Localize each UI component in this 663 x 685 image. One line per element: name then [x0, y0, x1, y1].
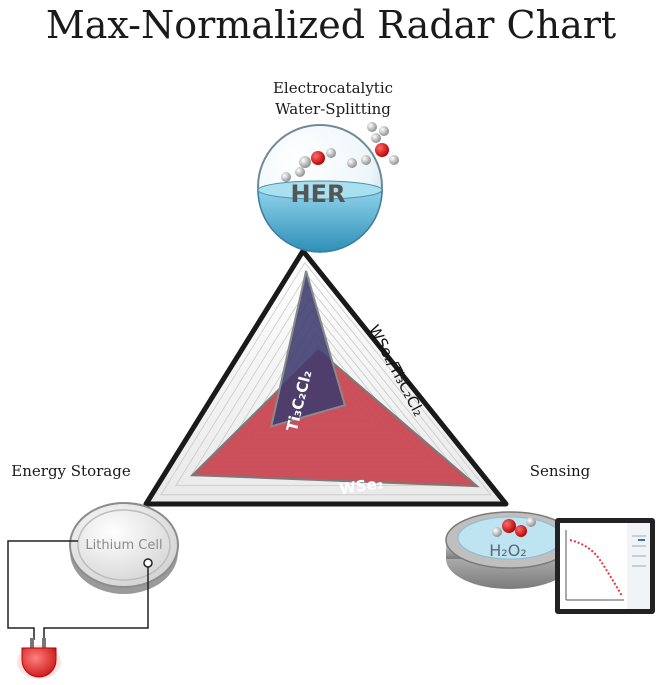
series-label-wse2: WSe₂: [338, 474, 384, 498]
h2o2-sensor-icon: H₂O₂: [445, 511, 575, 589]
axis-label-top-line1: Electrocatalytic: [273, 79, 393, 97]
radar-grid-ring: [160, 262, 492, 496]
radar-grid-ring: [175, 274, 477, 486]
monitor-plot-icon: [555, 518, 655, 614]
radar-series-layer: [190, 270, 480, 488]
h2o2-label: H₂O₂: [489, 541, 526, 560]
water-molecule-icons: [281, 122, 399, 182]
series-polygon-ti3c2cl2: [269, 270, 347, 428]
axis-label-right: Sensing: [530, 462, 591, 480]
circuit-wire: [7, 540, 149, 640]
series-polygon-wse2: [190, 349, 480, 488]
her-hemisphere-icon: HER: [257, 122, 399, 253]
lithium-cell-icon: Lithium Cell: [7, 502, 179, 679]
axis-label-top-line2: Water-Splitting: [275, 100, 391, 118]
axis-label-left: Energy Storage: [11, 462, 131, 480]
lithium-cell-label: Lithium Cell: [85, 538, 162, 553]
led-icon: [17, 638, 61, 679]
chart-title: Max-Normalized Radar Chart: [46, 3, 616, 47]
her-label: HER: [291, 180, 346, 208]
